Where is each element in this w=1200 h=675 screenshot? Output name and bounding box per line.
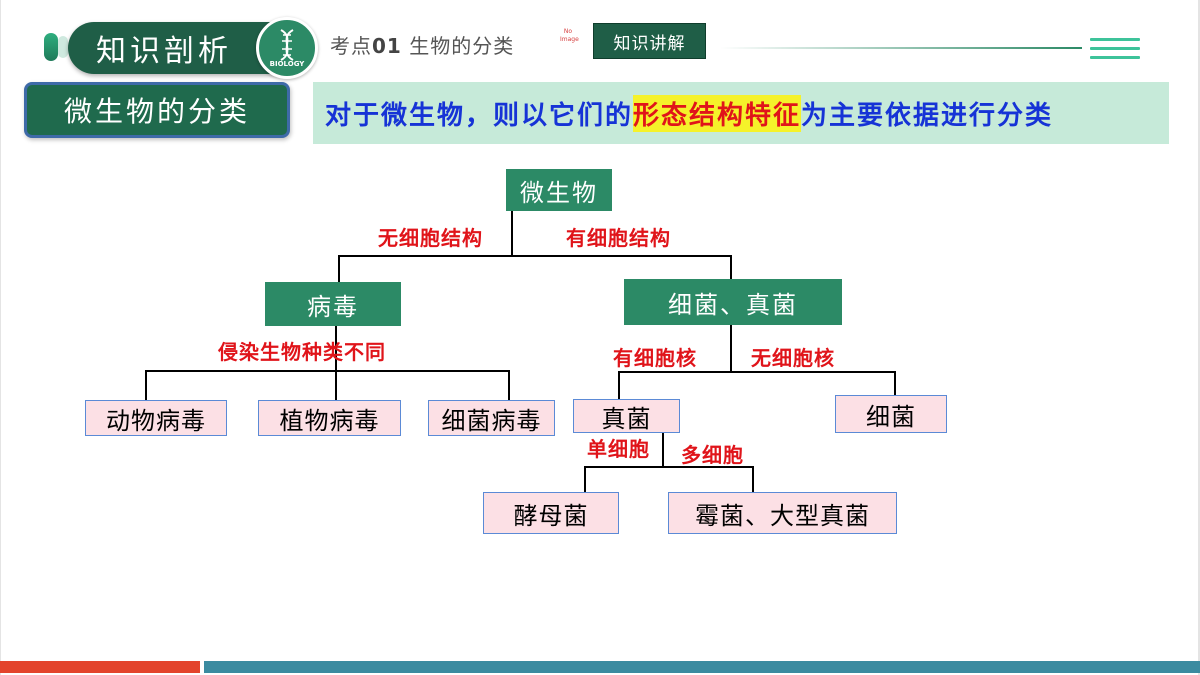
connector-virus-down xyxy=(335,325,337,371)
connector-to-bacteria xyxy=(894,371,896,395)
node-bacteria-fungi-label: 细菌、真菌 xyxy=(668,290,798,319)
edge-has-cell-structure: 有细胞结构 xyxy=(566,226,671,250)
edge-no-nucleus: 无细胞核 xyxy=(751,346,835,370)
footer-bar-red xyxy=(0,661,200,673)
edge-has-nucleus: 有细胞核 xyxy=(613,346,697,370)
node-bacteria-label: 细菌 xyxy=(866,402,916,431)
connector-bf-down xyxy=(730,324,732,372)
node-bacterial-virus: 细菌病毒 xyxy=(428,400,555,436)
node-animal-virus-label: 动物病毒 xyxy=(106,406,206,435)
node-plant-virus-label: 植物病毒 xyxy=(279,406,380,435)
page-title-text: 知识剖析 xyxy=(96,34,232,69)
no-image-placeholder: No Image xyxy=(560,28,579,44)
node-bacteria-fungi: 细菌、真菌 xyxy=(624,279,842,325)
node-plant-virus: 植物病毒 xyxy=(258,400,401,436)
node-mold-mushroom-label: 霉菌、大型真菌 xyxy=(695,501,870,530)
node-microorganism: 微生物 xyxy=(506,169,612,211)
node-virus-label: 病毒 xyxy=(307,292,359,321)
banner-highlight: 形态结构特征 xyxy=(633,94,802,132)
connector-to-fungi xyxy=(618,371,620,399)
node-yeast: 酵母菌 xyxy=(483,492,619,534)
connector-bf-horizontal xyxy=(618,371,896,373)
topic-heading: 考点01 生物的分类 xyxy=(330,30,514,59)
section-label-text: 微生物的分类 xyxy=(63,95,250,128)
connector-fungi-horizontal xyxy=(584,466,754,468)
header-divider xyxy=(720,47,1082,49)
node-fungi-label: 真菌 xyxy=(601,404,652,433)
knowledge-lecture-button[interactable]: 知识讲解 xyxy=(593,23,706,59)
node-virus: 病毒 xyxy=(265,282,401,326)
connector-to-yeast xyxy=(584,466,586,492)
biology-badge-text: BIOLOGY xyxy=(269,60,305,68)
connector-to-plant-virus xyxy=(335,370,337,400)
node-microorganism-label: 微生物 xyxy=(520,178,598,207)
node-yeast-label: 酵母菌 xyxy=(513,501,589,530)
footer-bar-teal xyxy=(204,661,1200,673)
connector-to-bacterial-virus xyxy=(508,370,510,400)
node-bacteria: 细菌 xyxy=(835,395,947,433)
menu-icon[interactable] xyxy=(1090,38,1140,62)
node-animal-virus: 动物病毒 xyxy=(85,400,227,436)
frame-left xyxy=(0,0,1,675)
connector-level1-horizontal xyxy=(338,255,732,257)
title-accent-light xyxy=(58,36,68,58)
connector-to-virus xyxy=(338,255,340,283)
banner-text-after: 为主要依据进行分类 xyxy=(801,100,1054,131)
biology-badge: BIOLOGY xyxy=(256,17,318,79)
no-image-line1: No xyxy=(563,28,573,35)
banner-text-before: 对于微生物，则以它们的 xyxy=(325,100,634,131)
classification-banner: 对于微生物，则以它们的形态结构特征为主要依据进行分类 xyxy=(313,82,1169,144)
connector-to-animal-virus xyxy=(145,370,147,400)
topic-number: 01 xyxy=(372,34,402,58)
connector-fungi-down xyxy=(662,432,664,467)
topic-title: 生物的分类 xyxy=(409,34,515,58)
node-bacterial-virus-label: 细菌病毒 xyxy=(441,406,542,435)
connector-to-bacteria-fungi xyxy=(730,255,732,279)
connector-virus-horizontal xyxy=(145,370,510,372)
title-accent xyxy=(44,33,58,61)
frame-right xyxy=(1198,0,1200,675)
edge-host-type: 侵染生物种类不同 xyxy=(218,340,386,364)
edge-no-cell-structure: 无细胞结构 xyxy=(378,226,483,250)
connector-root-down xyxy=(511,210,513,256)
edge-single-cell: 单细胞 xyxy=(587,437,650,461)
knowledge-lecture-label: 知识讲解 xyxy=(613,33,686,54)
topic-prefix: 考点 xyxy=(330,34,372,58)
node-mold-mushroom: 霉菌、大型真菌 xyxy=(668,492,897,534)
no-image-line2: Image xyxy=(560,36,579,43)
edge-multi-cell: 多细胞 xyxy=(681,443,744,467)
connector-to-mold xyxy=(752,466,754,492)
node-fungi: 真菌 xyxy=(573,399,680,433)
section-label: 微生物的分类 xyxy=(24,82,290,138)
dna-icon xyxy=(280,29,294,61)
